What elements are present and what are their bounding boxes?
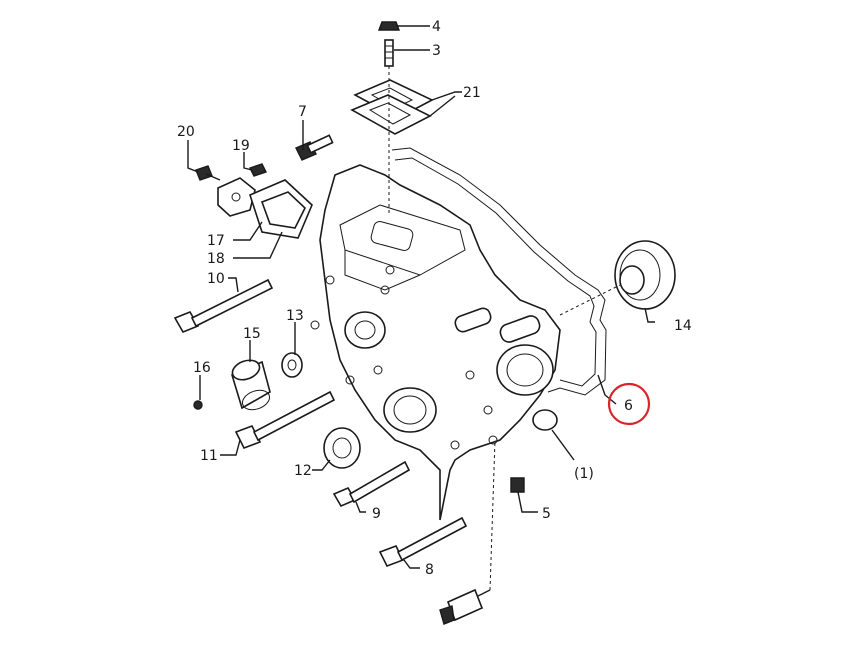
label-8: 8: [425, 562, 434, 578]
label-4: 4: [432, 19, 441, 35]
label-11: 11: [200, 448, 218, 464]
sensor-switch[interactable]: [439, 588, 491, 625]
gasket-21[interactable]: [350, 79, 434, 135]
label-10: 10: [207, 271, 225, 287]
label-14: 14: [674, 318, 692, 334]
washer-13[interactable]: [281, 352, 303, 378]
part-labels: 4 3 21 7 20 19 17 18 10 13 15 16 11 12 9…: [177, 19, 692, 578]
seal-12[interactable]: [323, 427, 361, 469]
nut-4[interactable]: [377, 21, 401, 31]
label-19: 19: [232, 138, 250, 154]
label-20: 20: [177, 124, 195, 140]
bearing-14[interactable]: [614, 240, 676, 310]
label-1: (1): [574, 466, 594, 482]
gasket-18[interactable]: [249, 179, 313, 239]
label-7: 7: [298, 104, 307, 120]
sleeve-15[interactable]: [230, 357, 272, 413]
label-3: 3: [432, 43, 441, 59]
label-17: 17: [207, 233, 225, 249]
label-13: 13: [286, 308, 304, 324]
bolt-9[interactable]: [332, 460, 411, 508]
bolt-10[interactable]: [173, 278, 274, 334]
label-21: 21: [463, 85, 481, 101]
highlight-circle: [607, 382, 651, 426]
cover-17[interactable]: [217, 177, 256, 217]
centerline-sensor: [489, 439, 496, 591]
plug-5[interactable]: [510, 477, 525, 493]
bolt-11[interactable]: [234, 390, 336, 450]
housing-part-1[interactable]: [310, 147, 607, 521]
centerline-bearing: [559, 284, 621, 316]
label-9: 9: [372, 506, 381, 522]
bolt-8[interactable]: [378, 516, 468, 568]
label-15: 15: [243, 326, 261, 342]
bolt-20[interactable]: [195, 165, 221, 181]
label-5: 5: [542, 506, 551, 522]
leader-lines: [187, 25, 655, 569]
bolt-7[interactable]: [295, 134, 334, 161]
label-16: 16: [193, 360, 211, 376]
nut-19[interactable]: [249, 163, 267, 177]
pin-16[interactable]: [193, 400, 203, 410]
stud-3[interactable]: [384, 39, 394, 67]
label-6: 6: [624, 398, 633, 414]
label-12: 12: [294, 463, 312, 479]
label-18: 18: [207, 251, 225, 267]
